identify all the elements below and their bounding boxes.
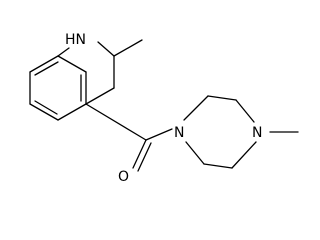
molecule-structure: HN O N N	[29, 32, 299, 185]
nh-label: HN	[65, 32, 86, 48]
bond-pip-4	[231, 141, 257, 169]
bond-benzene-4	[57, 103, 87, 121]
bond-pip-6	[185, 141, 205, 165]
bond-carbonyl-n1	[145, 128, 173, 141]
bond-benzene-2	[57, 55, 87, 73]
structure-canvas: HN O N N	[29, 32, 299, 185]
bond-carbonyl-o-1	[132, 139, 147, 169]
bond-benzene-double-3	[34, 100, 58, 115]
bond-n-c2	[97, 41, 115, 57]
bond-pip-2	[207, 95, 237, 101]
bond-c8a-n	[57, 47, 70, 57]
bond-pip-3	[235, 99, 255, 123]
bond-pip-5	[203, 163, 233, 169]
bond-c3-c4	[85, 87, 115, 105]
bond-benzene-1	[29, 55, 59, 73]
bond-c4-carbonyl	[85, 103, 147, 141]
piperazine-n1-label: N	[174, 125, 184, 141]
bond-c2-methyl	[113, 39, 143, 57]
carbonyl-oxygen-label: O	[118, 169, 129, 185]
bond-benzene-double-1	[34, 61, 59, 76]
bond-benzene-5	[29, 103, 59, 121]
bond-carbonyl-o-2	[137, 142, 152, 172]
bond-pip-1	[183, 95, 209, 121]
piperazine-n4-label: N	[252, 125, 262, 141]
